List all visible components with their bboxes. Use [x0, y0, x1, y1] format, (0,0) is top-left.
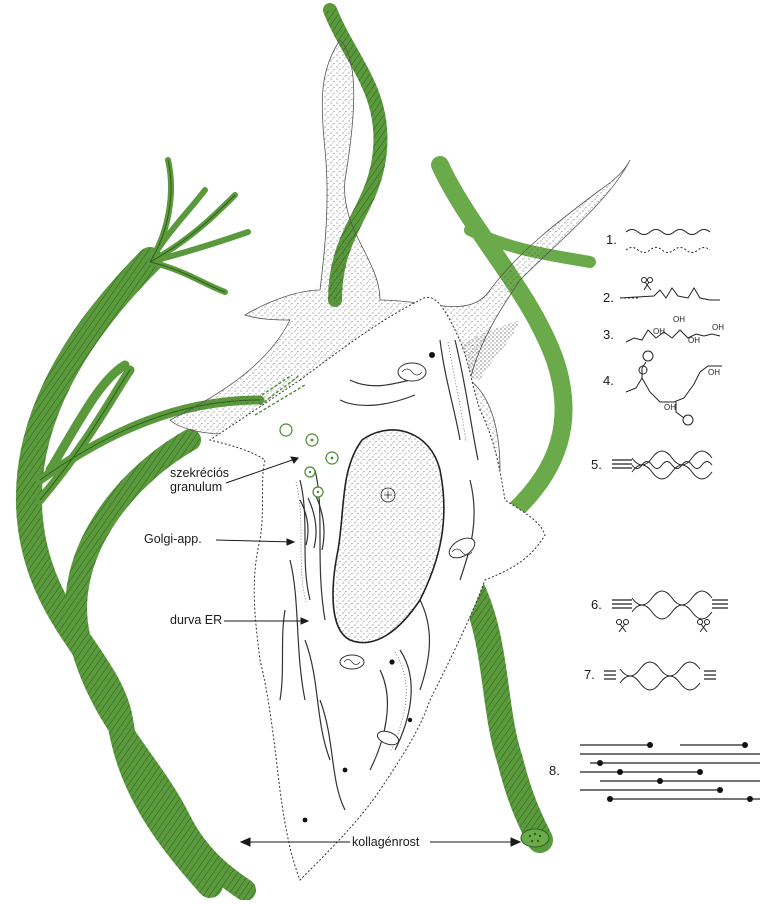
step-number: 7.	[584, 668, 595, 682]
collagen-fiber-left	[29, 160, 260, 890]
step-5-triple-helix	[612, 451, 712, 479]
secretory-granule-label-line-1: szekréciós	[170, 466, 229, 480]
oh-label: OH	[653, 327, 665, 336]
step-number: 8.	[549, 764, 560, 778]
collagen-fiber-label: kollagénrost	[352, 835, 419, 849]
scissors-icon	[698, 620, 710, 633]
rough-er-label: durva ER	[170, 613, 222, 627]
step-number: 1.	[606, 233, 617, 247]
scissors-icon	[642, 278, 653, 291]
oh-label: OH	[664, 403, 676, 412]
step-number: 3.	[603, 328, 614, 342]
golgi-label: Golgi-app.	[144, 532, 202, 546]
secretory-granule-label: szekréciós granulum	[170, 466, 229, 494]
step-number: 6.	[591, 598, 602, 612]
step-3-chain	[626, 330, 720, 342]
oh-label: OH	[708, 368, 720, 377]
step-number: 5.	[591, 458, 602, 472]
step-8-fibrils	[580, 745, 760, 799]
step-1-chains	[626, 230, 710, 253]
step-number: 4.	[603, 374, 614, 388]
oh-label: OH	[712, 323, 724, 332]
step-4-loop	[626, 351, 722, 425]
step-2-chain	[620, 288, 720, 300]
step-6-triple-helix	[612, 591, 728, 619]
secretory-granule-label-line-2: granulum	[170, 480, 229, 494]
steps-panel	[580, 230, 760, 803]
oh-label: OH	[688, 336, 700, 345]
step-number: 2.	[603, 291, 614, 305]
oh-label: OH	[673, 315, 685, 324]
step-7-triple-helix	[604, 662, 716, 690]
hydroxyl-labels: OH OH OH OH OH OH	[653, 315, 724, 412]
scissors-icon	[617, 620, 629, 633]
